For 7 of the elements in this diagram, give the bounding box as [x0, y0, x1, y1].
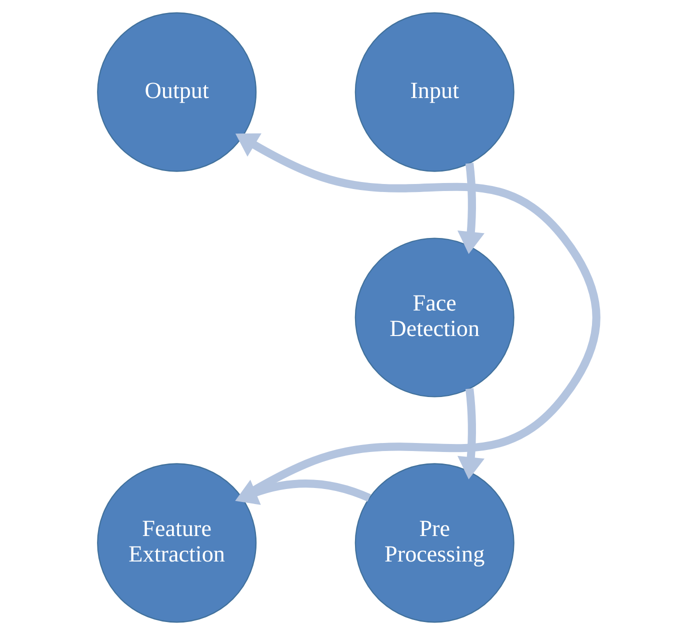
- arrow: [235, 133, 600, 501]
- node-circle: Input: [354, 12, 514, 172]
- node-circle: Face Detection: [354, 238, 514, 398]
- node-circle: Output: [97, 12, 257, 172]
- node-circle: Feature Extraction: [97, 463, 257, 623]
- arrow: [457, 388, 484, 480]
- node-circle: Pre Processing: [354, 463, 514, 623]
